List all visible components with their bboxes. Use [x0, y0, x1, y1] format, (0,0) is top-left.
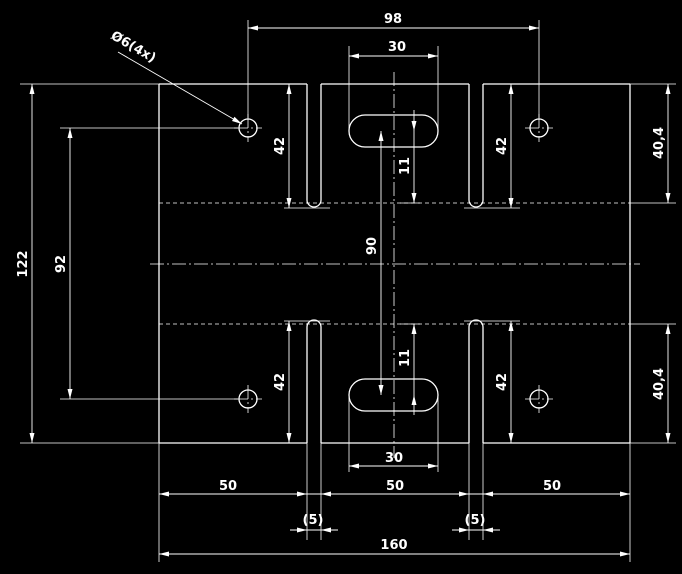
oblong-slots: [348, 114, 439, 412]
top-slots: [306, 84, 484, 208]
bottom-slots: [306, 319, 484, 443]
dimension-lines: [29, 25, 671, 557]
bend-lines: [159, 202, 630, 325]
dim-30-top-label: 30: [388, 40, 406, 55]
dim-42-top-left-label: 42: [273, 137, 288, 155]
dim-50-left-label: 50: [219, 479, 237, 494]
oblong-slot-bottom: [348, 378, 439, 412]
dim-40-4-bottom-label: 40,4: [652, 368, 667, 400]
center-lines: [150, 72, 640, 458]
dim-42-bottom-right-label: 42: [495, 373, 510, 391]
dim-92-label: 92: [54, 255, 69, 273]
dim-42-bottom-left-label: 42: [273, 373, 288, 391]
dim-5-right-label: (5): [465, 513, 486, 528]
dimension-texts: Ø6(4x) 98 30 30 122 92 42 42 42 42 40,4 …: [16, 12, 667, 553]
dim-50-mid-label: 50: [386, 479, 404, 494]
dim-5-left-label: (5): [303, 513, 324, 528]
dim-42-top-right-label: 42: [495, 137, 510, 155]
dim-98-label: 98: [384, 12, 402, 27]
plate-outline: [158, 83, 631, 444]
dim-40-4-top-label: 40,4: [652, 127, 667, 159]
dim-90-label: 90: [365, 237, 380, 255]
dim-11-top-label: 11: [398, 157, 413, 175]
dim-11-bottom-label: 11: [398, 349, 413, 367]
oblong-slot-top: [348, 114, 439, 148]
dim-50-right-label: 50: [543, 479, 561, 494]
dim-30-bottom-label: 30: [385, 451, 403, 466]
dim-160-label: 160: [380, 538, 407, 553]
dim-122-label: 122: [16, 250, 31, 277]
